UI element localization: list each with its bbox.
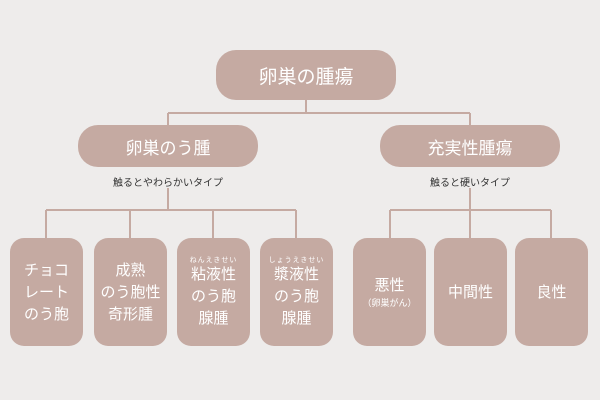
leaf-ruby: しょうえきせい: [268, 255, 325, 264]
leaf-line: のう胞性: [100, 283, 161, 301]
leaf-line: 中間性: [447, 283, 493, 301]
leaf-line: 悪性: [374, 276, 405, 294]
leaf-line: 腺腫: [281, 308, 312, 327]
leaf-malignant: 悪性 （卵巣がん）: [353, 238, 426, 346]
leaf-chocolate-cyst: チョコ レート のう胞: [10, 238, 83, 346]
leaf-borderline: 中間性: [434, 238, 507, 346]
leaf-line: 良性: [536, 283, 567, 301]
cystic-note: 触るとやわらかいタイプ: [113, 178, 223, 189]
leaf-sub: （卵巣がん）: [362, 299, 417, 309]
root-node: 卵巣の腫瘍: [216, 50, 396, 100]
leaf-ruby: ねんえきせい: [189, 255, 238, 264]
leaf-line: のう胞: [23, 305, 69, 323]
solid-label: 充実性腫瘍: [427, 138, 513, 159]
cystic-node: 卵巣のう腫: [78, 125, 258, 167]
leaf-line: のう胞: [273, 286, 319, 305]
leaf-line: 粘液性: [190, 264, 236, 283]
leaf-mucinous-cystadenoma: ねんえきせい 粘液性 のう胞 腺腫: [177, 238, 250, 346]
leaf-serous-cystadenoma: しょうえきせい 漿液性 のう胞 腺腫: [260, 238, 333, 346]
solid-node: 充実性腫瘍: [380, 125, 560, 167]
leaf-benign: 良性: [515, 238, 588, 346]
leaf-line: チョコ: [23, 261, 69, 279]
root-label: 卵巣の腫瘍: [258, 65, 354, 88]
leaf-line: 成熟: [115, 261, 146, 279]
cystic-label: 卵巣のう腫: [125, 138, 211, 159]
solid-note: 触ると硬いタイプ: [430, 178, 510, 189]
leaf-line: 腺腫: [198, 308, 229, 327]
leaf-line: レート: [23, 283, 69, 301]
leaf-line: のう胞: [190, 286, 236, 305]
leaf-line: 奇形腫: [107, 305, 153, 323]
leaf-line: 漿液性: [273, 264, 319, 283]
leaf-mature-teratoma: 成熟 のう胞性 奇形腫: [94, 238, 167, 346]
